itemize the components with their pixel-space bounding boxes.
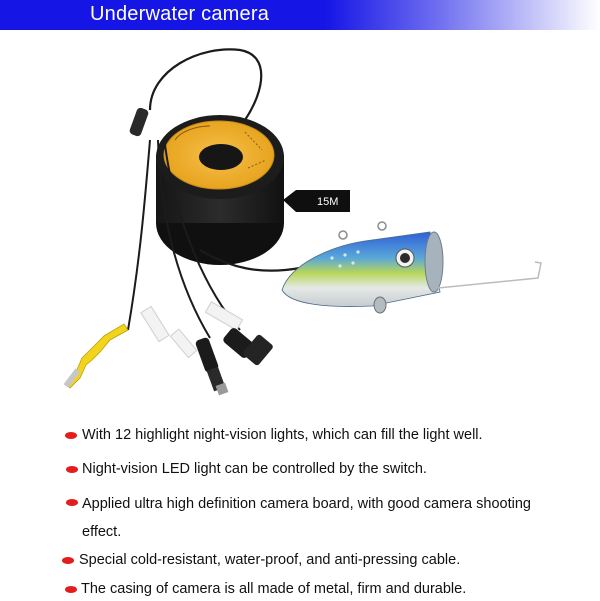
- fish-camera: [281, 221, 542, 314]
- feature-text: Applied ultra high definition camera boa…: [82, 496, 531, 540]
- header-gradient-band: [325, 0, 600, 30]
- bullet-icon: [62, 557, 74, 564]
- feature-item: The casing of camera is all made of meta…: [60, 577, 466, 601]
- connector-label-video: [140, 305, 170, 343]
- feature-text: With 12 highlight night-vision lights, w…: [82, 427, 483, 443]
- bullet-icon: [66, 499, 78, 506]
- dc-socket: [223, 328, 273, 366]
- cable-to-camera: [199, 249, 301, 272]
- dc-plug: [195, 337, 229, 396]
- feature-item: With 12 highlight night-vision lights, w…: [60, 423, 483, 447]
- cable-strain-relief: [129, 107, 149, 137]
- cable-length-tag: 15M: [283, 190, 350, 212]
- header-blue-band: [0, 0, 325, 30]
- page-title: Underwater camera: [90, 3, 270, 25]
- cable-length-label: 15M: [317, 196, 338, 208]
- bullet-icon: [65, 586, 77, 593]
- feature-item: Applied ultra high definition camera boa…: [60, 490, 580, 546]
- connector-label-camera: [204, 301, 244, 331]
- bullet-icon: [66, 466, 78, 473]
- bullet-icon: [65, 432, 77, 439]
- feature-text: Night-vision LED light can be controlled…: [82, 461, 427, 477]
- reel-hole: [199, 144, 243, 170]
- cable-led: [157, 139, 211, 339]
- product-image: 15M: [63, 48, 542, 396]
- connector-label-led: [169, 328, 198, 359]
- feature-item: Night-vision LED light can be controlled…: [60, 457, 427, 481]
- header-bar: Underwater camera: [0, 0, 600, 30]
- feature-item: Special cold-resistant, water-proof, and…: [60, 548, 460, 572]
- feature-text: The casing of camera is all made of meta…: [81, 581, 467, 597]
- feature-text: Special cold-resistant, water-proof, and…: [79, 552, 461, 568]
- cable-video: [127, 139, 151, 331]
- rca-plug: [63, 323, 129, 389]
